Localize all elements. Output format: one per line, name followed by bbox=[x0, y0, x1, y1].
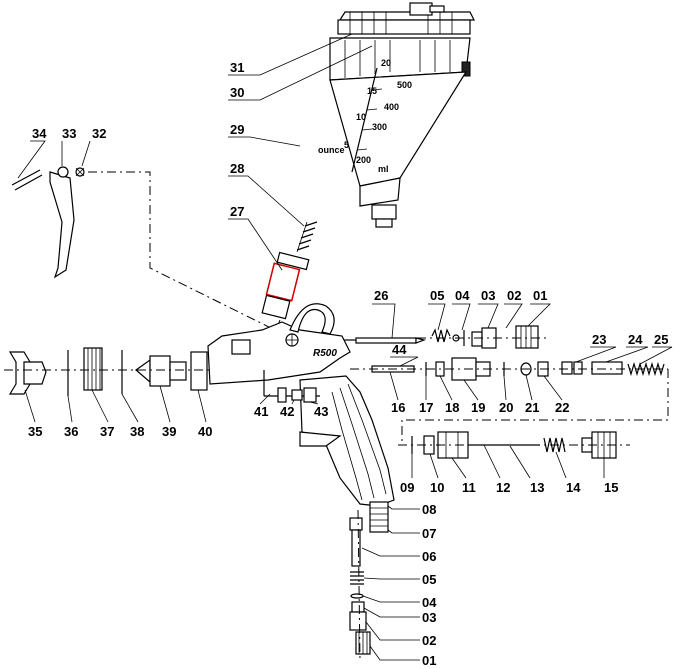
label-24: 24 bbox=[628, 332, 643, 347]
cup-scale-left-0: 20 bbox=[381, 58, 391, 68]
brand-label: R500 bbox=[313, 348, 337, 359]
label-12: 12 bbox=[496, 480, 510, 495]
label-37: 37 bbox=[100, 424, 114, 439]
label-08: 08 bbox=[422, 502, 436, 517]
label-04-bottom: 04 bbox=[422, 595, 437, 610]
label-41: 41 bbox=[254, 404, 268, 419]
label-16: 16 bbox=[391, 400, 405, 415]
rear-parts-top bbox=[360, 325, 548, 349]
label-35: 35 bbox=[28, 424, 42, 439]
label-03-top: 03 bbox=[481, 288, 495, 303]
part-labels: 31 30 29 28 27 34 33 32 26 05 04 03 02 0… bbox=[28, 60, 668, 668]
cup-unit-ounce: ounce bbox=[318, 145, 345, 155]
label-29: 29 bbox=[230, 122, 244, 137]
label-09: 09 bbox=[400, 480, 414, 495]
label-43: 43 bbox=[314, 404, 328, 419]
label-07: 07 bbox=[422, 526, 436, 541]
label-30: 30 bbox=[230, 85, 244, 100]
rear-parts-lower bbox=[398, 431, 630, 459]
cup-scale-right-2: 300 bbox=[372, 122, 387, 132]
label-23: 23 bbox=[592, 332, 606, 347]
paint-cup bbox=[329, 2, 475, 228]
air-adjust-parts bbox=[263, 370, 320, 403]
cup-scale-left-2: 10 bbox=[356, 112, 366, 122]
baffle-40 bbox=[190, 351, 208, 391]
label-36: 36 bbox=[64, 424, 78, 439]
fluid-nozzle bbox=[135, 355, 187, 387]
label-25: 25 bbox=[654, 332, 668, 347]
label-27: 27 bbox=[230, 204, 244, 219]
label-06: 06 bbox=[422, 549, 436, 564]
gun-body bbox=[207, 303, 395, 507]
cup-scale-left-3: 5 bbox=[344, 140, 349, 150]
cup-scale-right-1: 400 bbox=[384, 102, 399, 112]
label-18: 18 bbox=[445, 400, 459, 415]
cup-scale-right-0: 500 bbox=[397, 80, 412, 90]
cup-unit-ml: ml bbox=[378, 164, 389, 174]
air-cap bbox=[8, 351, 47, 395]
label-31: 31 bbox=[230, 60, 244, 75]
label-03-bottom: 03 bbox=[422, 610, 436, 625]
label-19: 19 bbox=[471, 400, 485, 415]
air-valve-stack bbox=[349, 501, 389, 661]
label-28: 28 bbox=[230, 161, 244, 176]
label-34: 34 bbox=[32, 126, 47, 141]
cup-spring bbox=[296, 221, 318, 253]
label-01-top: 01 bbox=[533, 288, 547, 303]
label-15: 15 bbox=[604, 480, 618, 495]
label-05-bottom: 05 bbox=[422, 572, 436, 587]
needle-upper bbox=[344, 337, 427, 344]
label-11: 11 bbox=[462, 480, 476, 495]
cup-scale-left-1: 15 bbox=[367, 86, 377, 96]
label-02-bottom: 02 bbox=[422, 633, 436, 648]
cup-scale-right-3: 200 bbox=[356, 155, 371, 165]
label-39: 39 bbox=[162, 424, 176, 439]
label-32: 32 bbox=[92, 126, 106, 141]
label-40: 40 bbox=[198, 424, 212, 439]
label-22: 22 bbox=[555, 400, 569, 415]
label-21: 21 bbox=[525, 400, 539, 415]
label-04-top: 04 bbox=[455, 288, 470, 303]
label-42: 42 bbox=[280, 404, 294, 419]
label-33: 33 bbox=[62, 126, 76, 141]
label-20: 20 bbox=[499, 400, 513, 415]
label-14: 14 bbox=[566, 480, 581, 495]
cup-connector bbox=[261, 251, 310, 320]
label-10: 10 bbox=[430, 480, 444, 495]
label-44: 44 bbox=[392, 342, 407, 357]
label-05-top: 05 bbox=[430, 288, 444, 303]
label-01-bottom: 01 bbox=[422, 653, 436, 668]
label-26: 26 bbox=[374, 288, 388, 303]
label-17: 17 bbox=[419, 400, 433, 415]
leader-lines bbox=[17, 33, 673, 661]
retaining-ring bbox=[83, 347, 103, 391]
label-38: 38 bbox=[130, 424, 144, 439]
label-13: 13 bbox=[530, 480, 544, 495]
trigger bbox=[11, 166, 85, 279]
label-02-top: 02 bbox=[507, 288, 521, 303]
